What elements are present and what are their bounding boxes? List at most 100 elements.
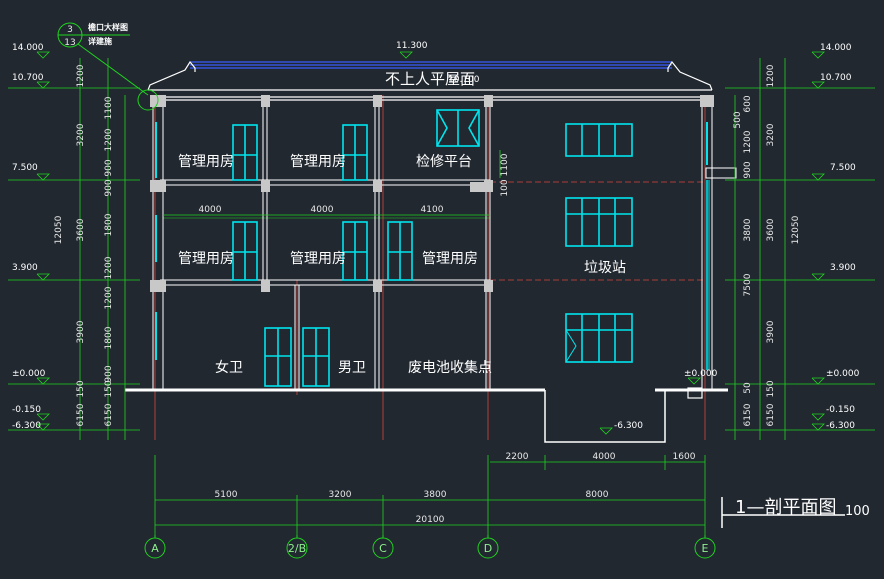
dim-right-a-0: 1200 — [766, 64, 776, 87]
dims-left-a: 1200 3200 3600 3900 150 6150 12050 — [54, 64, 86, 426]
dim-mid-1: 100 — [500, 179, 510, 196]
walls — [152, 100, 737, 390]
dim-left-b-5: 1200 — [104, 256, 114, 279]
dim-right-a-2: 3600 — [766, 218, 776, 241]
level-right-0: 14.000 — [820, 43, 852, 53]
roof-outline — [190, 61, 672, 69]
dims-right-a: 1200 3200 3600 3900 150 6150 12050 — [766, 64, 801, 426]
dim-left-b-3: 900 — [104, 179, 114, 196]
dim-axis-2: 3800 — [424, 490, 447, 500]
dim-axis-0: 5100 — [215, 490, 238, 500]
dim-axis-1: 3200 — [329, 490, 352, 500]
dim-right-b-2: 1200 — [743, 130, 753, 153]
level-right-3: 3.900 — [830, 263, 856, 273]
dim-left-b-4: 1800 — [104, 213, 114, 236]
detail-note-line1: 檐口大样图 — [88, 22, 128, 32]
level-markers-right — [399, 51, 825, 435]
dims-left-b: 1100 1200 900 900 1800 1200 1200 1800 90… — [104, 96, 114, 426]
dim-right-b-6: 50 — [743, 382, 753, 394]
dim-right-b-5: 7500 — [743, 273, 753, 296]
detail-note-line2: 详建施 — [88, 36, 112, 46]
level-left-5: -0.150 — [12, 405, 41, 415]
level-right-1: 10.700 — [820, 73, 852, 83]
dim-left-a-2: 3600 — [76, 218, 86, 241]
level-left-2: 7.500 — [12, 163, 38, 173]
level-left-1: 10.700 — [12, 73, 44, 83]
detail-callout — [57, 22, 159, 111]
dim-right-total: 12050 — [791, 215, 801, 244]
dim-left-b-2: 900 — [104, 159, 114, 176]
dim-left-total: 12050 — [54, 215, 64, 244]
room-width-2: 4100 — [421, 205, 444, 215]
room-width-1: 4000 — [311, 205, 334, 215]
dim-right-b-7: 6150 — [743, 403, 753, 426]
level-left-3: 3.900 — [12, 263, 38, 273]
level-roof-center: 10.700 — [448, 75, 480, 85]
dim-right-b-4: 3800 — [743, 218, 753, 241]
room-label-5: 管理用房 — [290, 251, 346, 267]
dim-right-b-3: 900 — [743, 161, 753, 178]
dim-axis-3: 8000 — [586, 490, 609, 500]
dim-left-b-0: 1100 — [104, 96, 114, 119]
level-pit-bottom: -6.300 — [614, 421, 643, 431]
dim-left-b-6: 1200 — [104, 286, 114, 309]
dim-left-b-1: 1200 — [104, 128, 114, 151]
dim-right-a-1: 3200 — [766, 123, 776, 146]
level-right-4: ±0.000 — [826, 369, 860, 379]
level-pit-right: ±0.000 — [684, 369, 718, 379]
dim-left-b-10: 6150 — [104, 403, 114, 426]
dim-left-a-5: 6150 — [76, 403, 86, 426]
room-width-0: 4000 — [199, 205, 222, 215]
dim-right-b-1: 500 — [733, 111, 743, 128]
room-label-7: 女卫 — [215, 359, 243, 376]
floor-slabs — [160, 179, 490, 286]
axis-label-e: E — [702, 542, 709, 555]
dim-pit-1: 4000 — [593, 452, 616, 462]
windows — [155, 109, 710, 387]
dim-left-a-1: 3200 — [76, 123, 86, 146]
level-top-center: 11.300 — [396, 41, 428, 51]
axis-lines — [154, 95, 706, 440]
column-caps — [150, 95, 714, 292]
dim-right-a-4: 150 — [766, 380, 776, 397]
room-label-3: 检修平台 — [416, 154, 472, 170]
dims-right-b: 600 500 1200 900 3800 7500 50 6150 — [733, 95, 753, 426]
dim-left-a-0: 1200 — [76, 64, 86, 87]
dim-left-b-7: 1800 — [104, 326, 114, 349]
axis-bubbles — [144, 535, 716, 559]
drawing-title: 1—剖平面图 — [735, 497, 836, 518]
level-left-6: -6.300 — [12, 421, 41, 431]
parapet — [147, 60, 713, 101]
dim-right-b-0: 600 — [743, 95, 753, 112]
ground-slab — [125, 387, 728, 443]
level-left-0: 14.000 — [12, 43, 44, 53]
roof-label: 不上人平屋面 — [385, 70, 475, 88]
dim-pit-2: 1600 — [673, 452, 696, 462]
axis-label-2b: 2/B — [288, 542, 306, 555]
dim-pit-0: 2200 — [506, 452, 529, 462]
room-label-10: 垃圾站 — [584, 260, 626, 276]
room-label-9: 废电池收集点 — [408, 359, 492, 376]
drawing-scale: 100 — [845, 504, 870, 519]
level-right-2: 7.500 — [830, 163, 856, 173]
dim-left-a-3: 3900 — [76, 320, 86, 343]
detail-ref-bottom: 13 — [64, 38, 75, 48]
axis-label-a: A — [151, 542, 159, 555]
level-left-4: ±0.000 — [12, 369, 46, 379]
dim-right-a-5: 6150 — [766, 403, 776, 426]
level-markers-left — [36, 51, 50, 431]
room-label-4: 管理用房 — [178, 251, 234, 267]
dim-right-a-3: 3900 — [766, 320, 776, 343]
level-right-6: -6.300 — [826, 421, 855, 431]
dim-left-a-4: 150 — [76, 380, 86, 397]
room-label-6: 管理用房 — [422, 251, 478, 267]
dimension-lines — [8, 58, 875, 535]
room-label-1: 管理用房 — [178, 154, 234, 170]
room-label-8: 男卫 — [338, 360, 366, 376]
room-label-2: 管理用房 — [290, 154, 346, 170]
dim-left-b-8: 900 — [104, 365, 114, 382]
axis-label-d: D — [484, 542, 492, 555]
level-right-5: -0.150 — [826, 405, 855, 415]
detail-ref-top: 3 — [67, 25, 73, 35]
